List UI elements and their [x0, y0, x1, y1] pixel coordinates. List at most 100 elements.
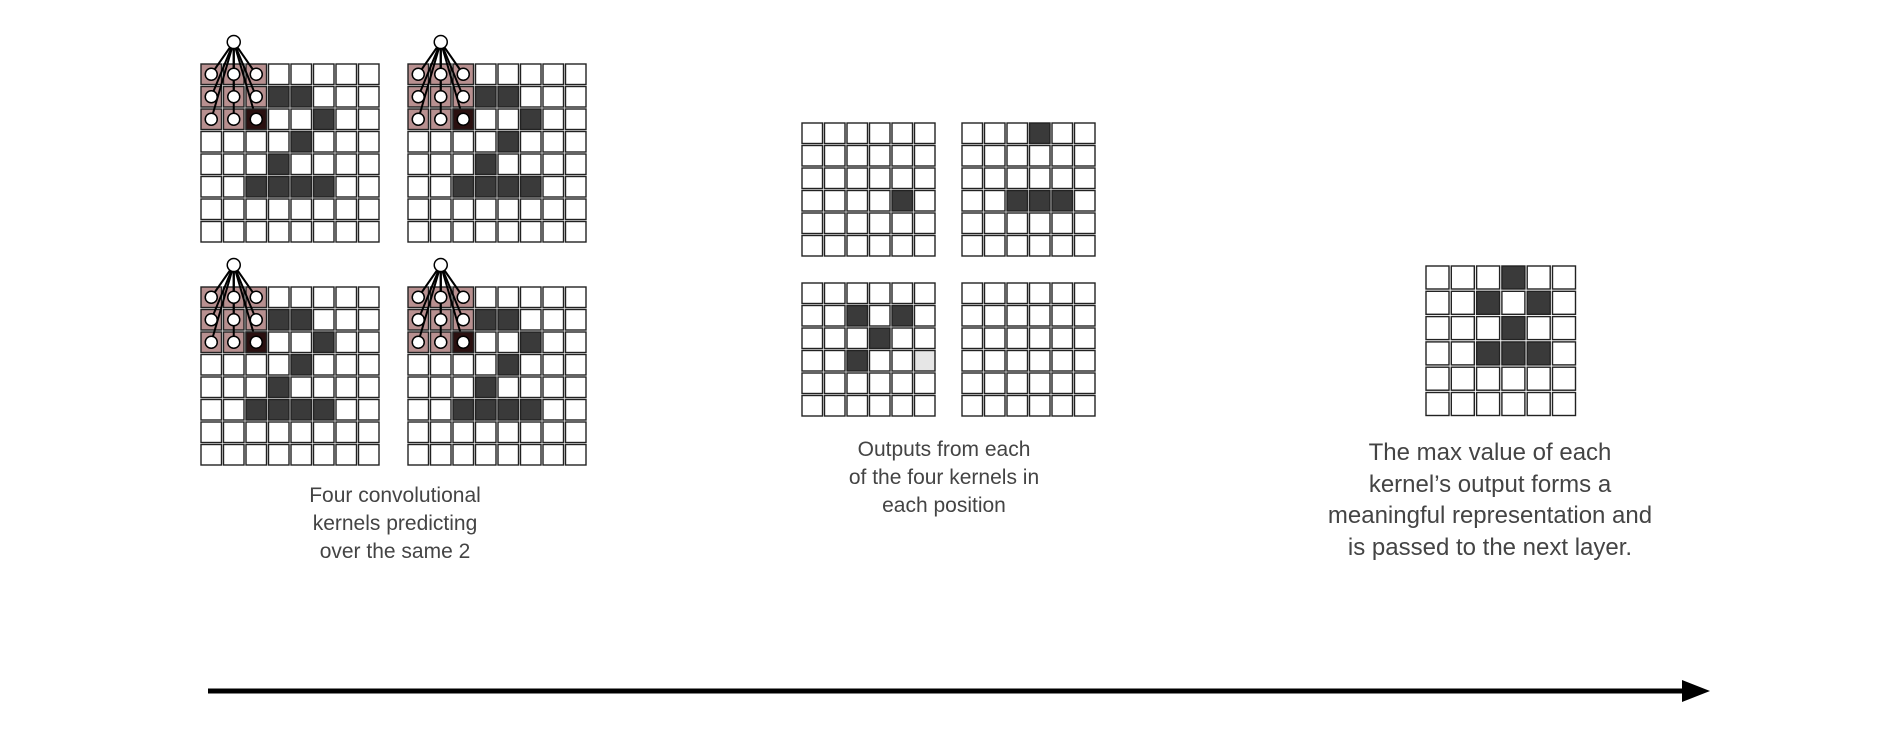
grid-cell: [891, 122, 914, 145]
grid-cell: [1450, 341, 1476, 366]
grid-cell: [823, 234, 846, 257]
grid-cell: [519, 443, 542, 466]
grid-cell: [913, 167, 936, 190]
grid-cell: [290, 220, 313, 243]
grid-cell: [868, 304, 891, 327]
grid-cell: [564, 108, 587, 131]
grid-cell: [357, 398, 380, 421]
grid-cell: [1006, 122, 1029, 145]
grid-cell: [407, 353, 430, 376]
input-grid-1: [200, 63, 380, 243]
grid-cell: [290, 153, 313, 176]
grid-cell: [497, 108, 520, 131]
output-grid-2: [961, 122, 1096, 257]
grid-cell: [542, 308, 565, 331]
grid-cell: [245, 421, 268, 444]
grid-cell: [335, 421, 358, 444]
input-node: [434, 335, 448, 349]
grid-cell-filled: [312, 398, 335, 421]
grid-cell: [823, 372, 846, 395]
grid-cell-filled: [267, 308, 290, 331]
grid-cell: [542, 198, 565, 221]
output-grid-4: [961, 282, 1096, 417]
grid-cell: [913, 304, 936, 327]
grid-cell: [564, 198, 587, 221]
grid-cell: [407, 220, 430, 243]
input-node: [227, 335, 241, 349]
grid-cell: [846, 327, 869, 350]
input-node: [434, 290, 448, 304]
grid-cell: [1450, 391, 1476, 417]
grid-cell: [1475, 366, 1501, 391]
grid-cell: [222, 130, 245, 153]
grid-cell: [312, 421, 335, 444]
grid-cell: [868, 167, 891, 190]
input-node: [434, 67, 448, 81]
grid-cell: [961, 349, 984, 372]
grid-cell-filled: [245, 398, 268, 421]
grid-cell: [335, 175, 358, 198]
grid-cell: [497, 63, 520, 86]
grid-cell-filled: [1028, 122, 1051, 145]
grid-cell-filled: [474, 175, 497, 198]
grid-cell: [1475, 391, 1501, 417]
grid-cell: [801, 304, 824, 327]
grid-cell: [429, 376, 452, 399]
kernel-connection: [417, 41, 442, 120]
arrow-head: [1682, 680, 1710, 702]
grid-cell: [452, 153, 475, 176]
grid-cell-filled: [519, 331, 542, 354]
caption-line: meaningful representation and: [1327, 502, 1653, 529]
grid-cell: [474, 443, 497, 466]
grid-cell: [245, 130, 268, 153]
grid-cell: [200, 198, 223, 221]
input-node: [249, 290, 263, 304]
grid-cell: [245, 153, 268, 176]
grid-cell: [1475, 265, 1501, 290]
grid-cell-filled: [497, 175, 520, 198]
grid-cell: [474, 130, 497, 153]
grid-cell: [497, 376, 520, 399]
grid-cell-filled: [497, 398, 520, 421]
caption-input-kernels: Four convolutional kernels predicting ov…: [245, 482, 545, 566]
kernel-connection: [439, 41, 465, 120]
caption-line: over the same 2: [319, 540, 471, 563]
grid-cell: [913, 394, 936, 417]
grid-cell: [801, 327, 824, 350]
grid-cell: [823, 304, 846, 327]
grid-cell: [312, 130, 335, 153]
grid-cell: [1526, 366, 1551, 391]
grid-cell: [519, 220, 542, 243]
grid-cell-filled: [267, 85, 290, 108]
grid-cell: [497, 331, 520, 354]
grid-cell: [564, 443, 587, 466]
grid-cell: [429, 153, 452, 176]
input-grid-2: [407, 63, 587, 243]
grid-cell-filled: [474, 308, 497, 331]
kernel-neuron: [204, 257, 268, 354]
max-representation-grid: [1425, 265, 1577, 417]
grid-cell: [983, 122, 1006, 145]
grid-cell: [200, 376, 223, 399]
input-node: [411, 313, 425, 327]
grid-cell: [1028, 349, 1051, 372]
input-node: [411, 335, 425, 349]
grid-cell: [497, 220, 520, 243]
grid-cell: [1425, 391, 1450, 417]
grid-cell: [846, 372, 869, 395]
grid-cell: [429, 198, 452, 221]
grid-cell: [891, 144, 914, 167]
grid-cell: [983, 212, 1006, 235]
grid-cell: [267, 443, 290, 466]
input-node: [227, 112, 241, 126]
grid-cell: [868, 394, 891, 417]
grid-cell: [961, 189, 984, 212]
grid-cell: [1073, 234, 1096, 257]
grid-cell: [519, 85, 542, 108]
grid-cell: [1051, 122, 1074, 145]
grid-cell-filled: [1501, 315, 1526, 341]
grid-cell: [267, 220, 290, 243]
grid-cell: [1051, 144, 1074, 167]
caption-max-representation: The max value of each kernel’s output fo…: [1290, 437, 1690, 563]
caption-line: of the four kernels in: [848, 466, 1040, 489]
